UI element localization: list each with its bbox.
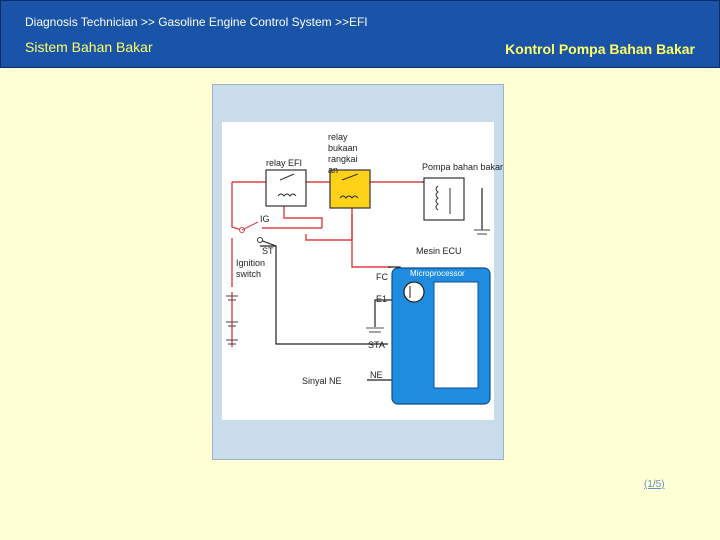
relay-efi-label: relay EFI — [266, 158, 303, 168]
relay-efi-contact-icon — [279, 173, 295, 181]
ig-label: IG — [260, 214, 270, 224]
relay-bukaan-contact-icon — [341, 173, 359, 181]
mesin-ecu-label: Mesin ECU — [416, 246, 462, 256]
header-bar: Diagnosis Technician >> Gasoline Engine … — [0, 0, 720, 68]
circuit-svg — [226, 169, 491, 405]
relay-efi-box — [265, 169, 307, 207]
st-terminal-icon — [257, 237, 263, 243]
e1-label: E1 — [376, 294, 388, 304]
sinyal-ne-label: Sinyal NE — [302, 376, 342, 386]
st-label: ST — [262, 246, 274, 256]
fuel-pump-coil-icon — [435, 185, 439, 211]
relay-bukaan-box — [329, 169, 371, 209]
sta-label: STA — [368, 340, 385, 350]
pompa-label: Pompa bahan bakar — [422, 162, 504, 172]
fuel-pump-box — [423, 177, 465, 221]
breadcrumb: Diagnosis Technician >> Gasoline Engine … — [25, 15, 368, 29]
section-title: Sistem Bahan Bakar — [25, 39, 153, 55]
microprocessor-label: Microprocessor — [410, 269, 465, 278]
ignition-switch-label: Ignition switch — [236, 258, 266, 279]
relay-bukaan-coil-icon — [339, 195, 359, 199]
microprocessor-box — [433, 281, 479, 389]
transistor-icon — [403, 281, 425, 303]
fc-label: FC — [376, 272, 388, 282]
relay-efi-coil-icon — [277, 193, 297, 197]
ne-label: NE — [370, 370, 383, 380]
relay-bukaan-label: relay bukaan rangkai an — [328, 132, 358, 175]
ground-symbols — [226, 229, 490, 345]
ignition-switch-lever-icon — [241, 221, 259, 231]
page-title: Kontrol Pompa Bahan Bakar — [505, 41, 695, 57]
page-indicator-link[interactable]: (1/5) — [644, 479, 665, 490]
fuel-pump-circuit-diagram: relay EFI relay bukaan rangkai an Pompa … — [222, 122, 503, 420]
